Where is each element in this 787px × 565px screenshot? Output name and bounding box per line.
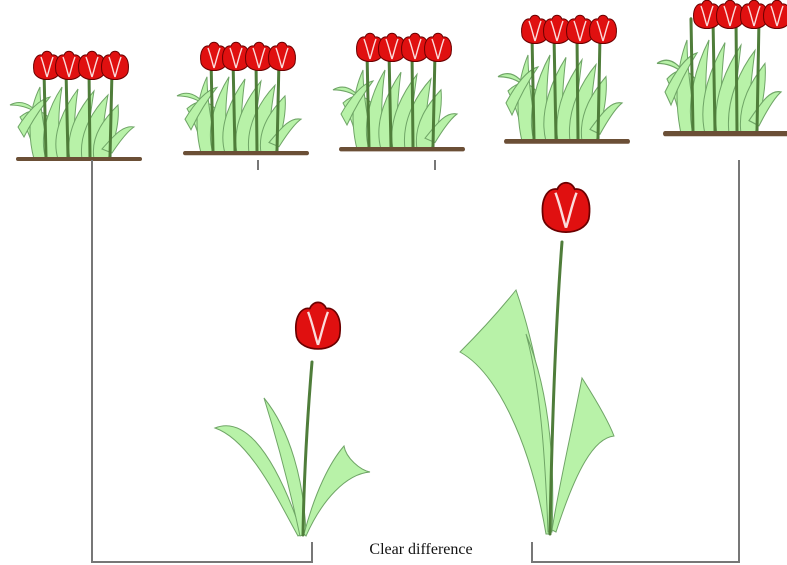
tall-tulip <box>460 183 614 534</box>
tulip-clump-5 <box>657 0 787 133</box>
tulip-clump-1 <box>10 51 140 159</box>
clear-difference-caption: Clear difference <box>318 540 524 560</box>
tulip-clump-2 <box>177 42 307 153</box>
tulip-clump-3 <box>333 33 463 149</box>
short-tulip <box>215 302 370 536</box>
tulip-clump-4 <box>498 15 628 141</box>
